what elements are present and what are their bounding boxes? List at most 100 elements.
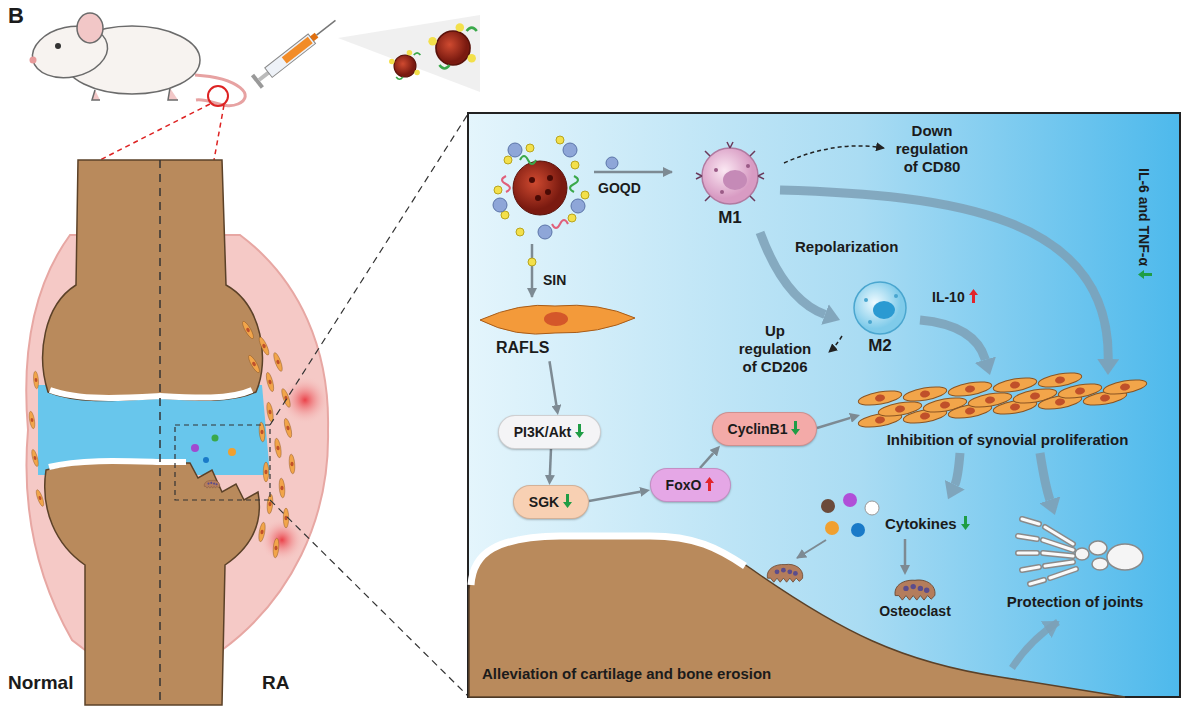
pathway-pill: FoxO [650,468,731,502]
foot-bones-part-part [1022,567,1039,570]
cytokine-dots-part [843,493,857,507]
joint-illustration-part [257,335,271,357]
node-text: Protection of joints [994,593,1156,611]
node-text: CyclinB1 [728,421,788,438]
edge-label: Repolarization [795,238,898,256]
syringe-part [317,20,336,35]
macrophage-m1: M1 [680,140,780,232]
foot-bones-part [1075,548,1089,560]
side-label: Normal [8,672,73,695]
increase-arrow [968,288,979,304]
flow-arrow [1040,453,1050,500]
m2-cell-part [854,282,906,334]
syringe [251,14,340,89]
synovial-cells-part [1102,377,1147,396]
nanoparticle-part [535,195,541,201]
cytokine-dots-part [851,523,865,537]
macrophage-m2: M2 [840,280,920,360]
pathway-arrow [589,492,640,501]
arrow-glyph [563,494,572,508]
joint-illustration-part [280,387,292,409]
foot-bones-part-part [1043,553,1073,556]
nanoparticle-part [556,136,564,144]
nanoparticle-part [494,186,502,194]
nanoparticle-part [529,177,535,183]
syringe-part [282,37,313,64]
nanoparticle-part [526,144,534,152]
nanoparticle-part [552,220,568,228]
pathway-arrow [550,361,557,405]
rafls-cell [480,305,635,334]
syringe-part [265,34,316,77]
edge-label-text: Repolarization [795,238,898,255]
joint-illustration-part [43,160,263,401]
joint-illustration-part [175,425,270,500]
foot-bones-part-part [1022,519,1039,524]
m2-cell-part [868,320,872,324]
arrow-glyph [1138,270,1152,279]
connectors [550,190,1109,565]
joint-illustration-part [265,371,276,392]
joint-illustration-part [272,351,284,373]
joint-illustration-part [283,417,294,438]
joint-illustration-part [287,453,298,474]
mouse-illustration-part [100,104,210,160]
foot-bones-part-part [1022,567,1039,570]
nanoparticle-part [520,156,536,164]
node-text: FoxO [666,477,702,494]
foot-bones-part-part [1030,580,1044,584]
nanoparticle-part [568,214,576,222]
joint-illustration-part [277,477,288,498]
joint-illustration-part [274,438,283,458]
foot-bones-part-part [1022,519,1039,524]
foot-bones-part [1018,519,1076,584]
decrease-arrow [790,420,801,436]
flow-arrow [955,453,960,485]
decrease-arrow [960,515,971,531]
synovial-cells-part [902,384,947,403]
cytokine-dots-part [821,499,835,513]
joint-illustration-part [49,461,186,467]
flow-arrow [780,190,1108,359]
mouse-illustration [28,13,246,160]
outcome-label: Alleviation of cartilage and bone erosio… [482,665,771,683]
increase-arrow [704,476,715,492]
joint-illustration-part [212,435,219,442]
m1-cell-part [746,164,750,168]
nanoparticle-part [538,225,552,239]
foot-bones-part-part [1050,569,1076,578]
nanoparticle-part [516,228,524,236]
foot-bones [1018,519,1143,584]
panel-letter: B [8,3,24,29]
m1-cell-part [714,168,718,172]
node-text: Osteoclast [864,603,966,620]
pathway-pill: CyclinB1 [712,412,817,446]
m1-cell-part [723,170,747,190]
sin-particle [528,258,536,266]
pathway-pill: SGK [513,485,589,519]
m2-cell-part [894,294,898,298]
nanoparticle-part [545,189,551,195]
mouse-illustration-part [30,57,37,64]
foot-bones-part-part [1050,569,1076,578]
joint-illustration-part [50,390,252,398]
arrow-glyph [705,477,714,491]
joint-illustration-part [30,449,39,468]
synovial-layer: Inhibition of synovial proliferation [860,375,1155,453]
m1-cell [696,142,764,204]
foot-bones-part [1092,558,1108,570]
synovial-cells-part [992,375,1037,394]
joint-illustration-part [159,160,161,705]
side-label: RA [262,672,289,695]
node-text: M1 [684,208,776,228]
joint-illustration-part [203,457,209,463]
mouse-illustration-part [77,13,103,43]
illustration-part [544,312,568,326]
m2-cell-part [873,301,895,319]
illustration-part [389,50,420,79]
joint-illustration-part [260,461,272,483]
nanoparticle-part [493,198,507,212]
foot-bones-part-part [1043,553,1073,556]
edge-label: IL-6 and TNF-α [1135,168,1153,280]
zoom-panel [468,113,1180,697]
